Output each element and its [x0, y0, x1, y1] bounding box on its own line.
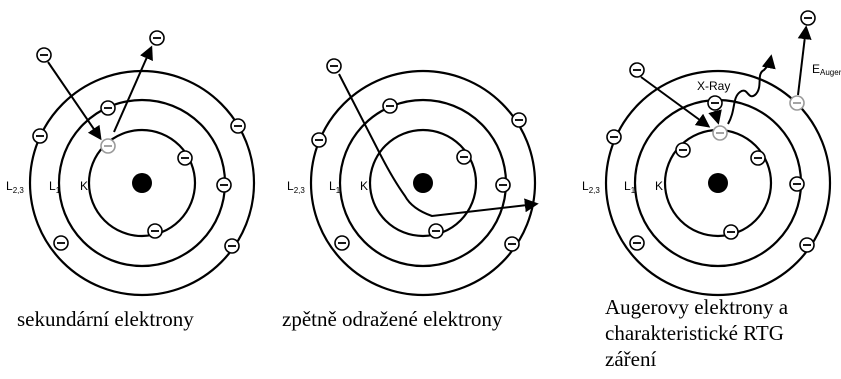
electron-transition-arrow	[708, 109, 722, 125]
electron	[504, 236, 520, 252]
electron	[326, 58, 342, 74]
electron-vacancy	[712, 125, 728, 141]
label-k: K	[80, 179, 88, 193]
electron	[723, 224, 739, 240]
electron	[800, 10, 816, 26]
shell-l23	[604, 69, 832, 297]
nucleus	[413, 173, 433, 193]
shell-l23	[28, 69, 256, 297]
caption-line: Augerovy elektrony a	[605, 295, 789, 319]
panel-secondary-electrons: L2,3 L1 K	[6, 30, 256, 297]
label-l1: L1	[329, 179, 341, 195]
caption-backscattered-electrons: zpětně odražené elektrony	[282, 307, 503, 331]
label-l1: L1	[49, 179, 61, 195]
incoming-electron-arrow	[640, 76, 711, 128]
electron	[789, 176, 805, 192]
electron	[606, 129, 622, 145]
electron	[629, 235, 645, 251]
caption-secondary-electrons: sekundární elektrony	[17, 307, 194, 331]
electron-vacancy	[100, 138, 116, 154]
electron	[36, 47, 52, 63]
electron	[230, 118, 246, 134]
electron	[750, 150, 766, 166]
label-l23: L2,3	[6, 179, 24, 195]
electron	[495, 177, 511, 193]
xray-photon-arrow	[727, 54, 776, 125]
electron	[311, 132, 327, 148]
panel-auger-electrons: L2,3 L1 K X-Ray EAuger	[582, 10, 841, 297]
electron	[456, 149, 472, 165]
shell-k	[87, 128, 197, 238]
backscatter-path-arrow	[338, 73, 539, 218]
electron	[224, 238, 240, 254]
xray-label: X-Ray	[697, 79, 730, 93]
electron	[53, 235, 69, 251]
shell-l23	[309, 69, 537, 297]
label-k: K	[655, 179, 663, 193]
electron	[629, 62, 645, 78]
electron	[675, 142, 691, 158]
electron	[707, 95, 723, 111]
caption-auger-electrons: Augerovy elektrony a charakteristické RT…	[605, 294, 788, 372]
label-l1: L1	[624, 179, 636, 195]
nucleus	[708, 173, 728, 193]
secondary-electron-arrow	[113, 45, 153, 133]
label-k: K	[360, 179, 368, 193]
electron	[32, 128, 48, 144]
electron	[382, 98, 398, 114]
panel-backscattered-electrons: L2,3 L1 K	[287, 58, 539, 297]
electron	[100, 100, 116, 116]
electron	[511, 112, 527, 128]
caption-line: záření	[605, 347, 657, 371]
electron	[216, 177, 232, 193]
incoming-electron-arrow	[47, 61, 102, 141]
electron	[149, 30, 165, 46]
electron-vacancy	[789, 95, 805, 111]
shell-k	[368, 128, 478, 238]
electron	[147, 223, 163, 239]
auger-energy-label: EAuger	[812, 62, 841, 77]
nucleus	[132, 173, 152, 193]
label-l23: L2,3	[287, 179, 305, 195]
caption-line: charakteristické RTG	[605, 321, 784, 345]
label-l23: L2,3	[582, 179, 600, 195]
electron	[428, 223, 444, 239]
electron	[799, 237, 815, 253]
electron	[177, 150, 193, 166]
auger-electron-arrow	[797, 25, 812, 96]
electron	[334, 235, 350, 251]
